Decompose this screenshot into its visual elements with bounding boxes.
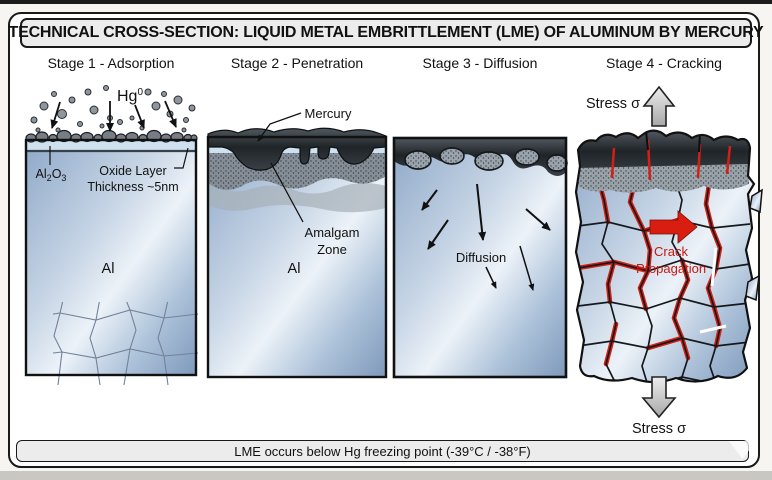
stage2-header: Stage 2 - Penetration — [230, 55, 364, 71]
stress-bottom-label: Stress σ — [632, 421, 686, 437]
oxide-layer-label: Oxide Layer — [99, 164, 166, 178]
diffusion-leader-2 — [519, 245, 535, 291]
diffusion-label: Diffusion — [456, 250, 506, 265]
bottom-border-strip — [0, 471, 772, 480]
stress-top-label: Stress σ — [586, 96, 640, 112]
oxide-layer-band — [208, 145, 386, 153]
footer-note: LME occurs below Hg freezing point (-39°… — [234, 443, 531, 459]
mercury-vapor-droplets — [30, 85, 196, 133]
crack-label-line1: Crack — [654, 244, 688, 259]
title-bar: TECHNICAL CROSS-SECTION: LIQUID METAL EM… — [9, 18, 764, 48]
opened-crack-gaps — [699, 247, 727, 334]
crack-label-line2: Propagation — [636, 261, 706, 276]
hg0-label: Hg0 — [117, 87, 143, 105]
page-title: TECHNICAL CROSS-SECTION: LIQUID METAL EM… — [8, 24, 764, 41]
amalgam-label-line1: Amalgam — [305, 225, 360, 240]
al2o3-label: Al2O3 — [36, 167, 67, 183]
oxide-leader-line — [174, 147, 189, 169]
amalgam-label-line2: Zone — [317, 242, 347, 257]
stage4-panel: Stress σ Crack Propagation Stress σ — [574, 85, 763, 437]
top-border-strip — [0, 0, 772, 4]
footer-bar: LME occurs below Hg freezing point (-39°… — [16, 440, 749, 462]
diffusion-front-wave — [208, 178, 386, 213]
amalgam-leader-line — [270, 162, 304, 223]
mercury-cap — [578, 130, 750, 176]
diffusion-arrows — [421, 183, 551, 250]
stage3-header: Stage 3 - Diffusion — [422, 55, 538, 71]
mercury-leader-line — [257, 112, 302, 142]
stage1-header: Stage 1 - Adsorption — [47, 55, 175, 71]
mercury-layer — [207, 127, 387, 171]
diffusion-leader-1 — [485, 266, 497, 289]
stage3-panel: Diffusion — [392, 136, 568, 379]
adsorbed-droplets — [25, 129, 198, 143]
crack-propagation-arrow-icon — [649, 210, 698, 244]
aluminum-label-stage2: Al — [288, 261, 301, 277]
mercury-label: Mercury — [305, 106, 352, 121]
stress-down-arrow-icon — [641, 376, 677, 419]
spalled-fragments — [745, 188, 763, 302]
aluminum-label-stage1: Al — [102, 261, 115, 277]
adsorption-arrows — [50, 100, 177, 132]
stage2-panel: Mercury Amalgam Zone Al — [206, 106, 388, 379]
stage4-header: Stage 4 - Cracking — [606, 55, 722, 71]
oxide-thickness-label: Thickness ~5nm — [87, 180, 178, 194]
oxide-layer-band — [26, 140, 196, 150]
stress-up-arrow-icon — [642, 85, 676, 127]
amalgam-blobs — [404, 147, 568, 172]
stage1-panel: Hg0 Al2O3 Oxide Layer Thickness ~5nm Al — [24, 85, 199, 386]
